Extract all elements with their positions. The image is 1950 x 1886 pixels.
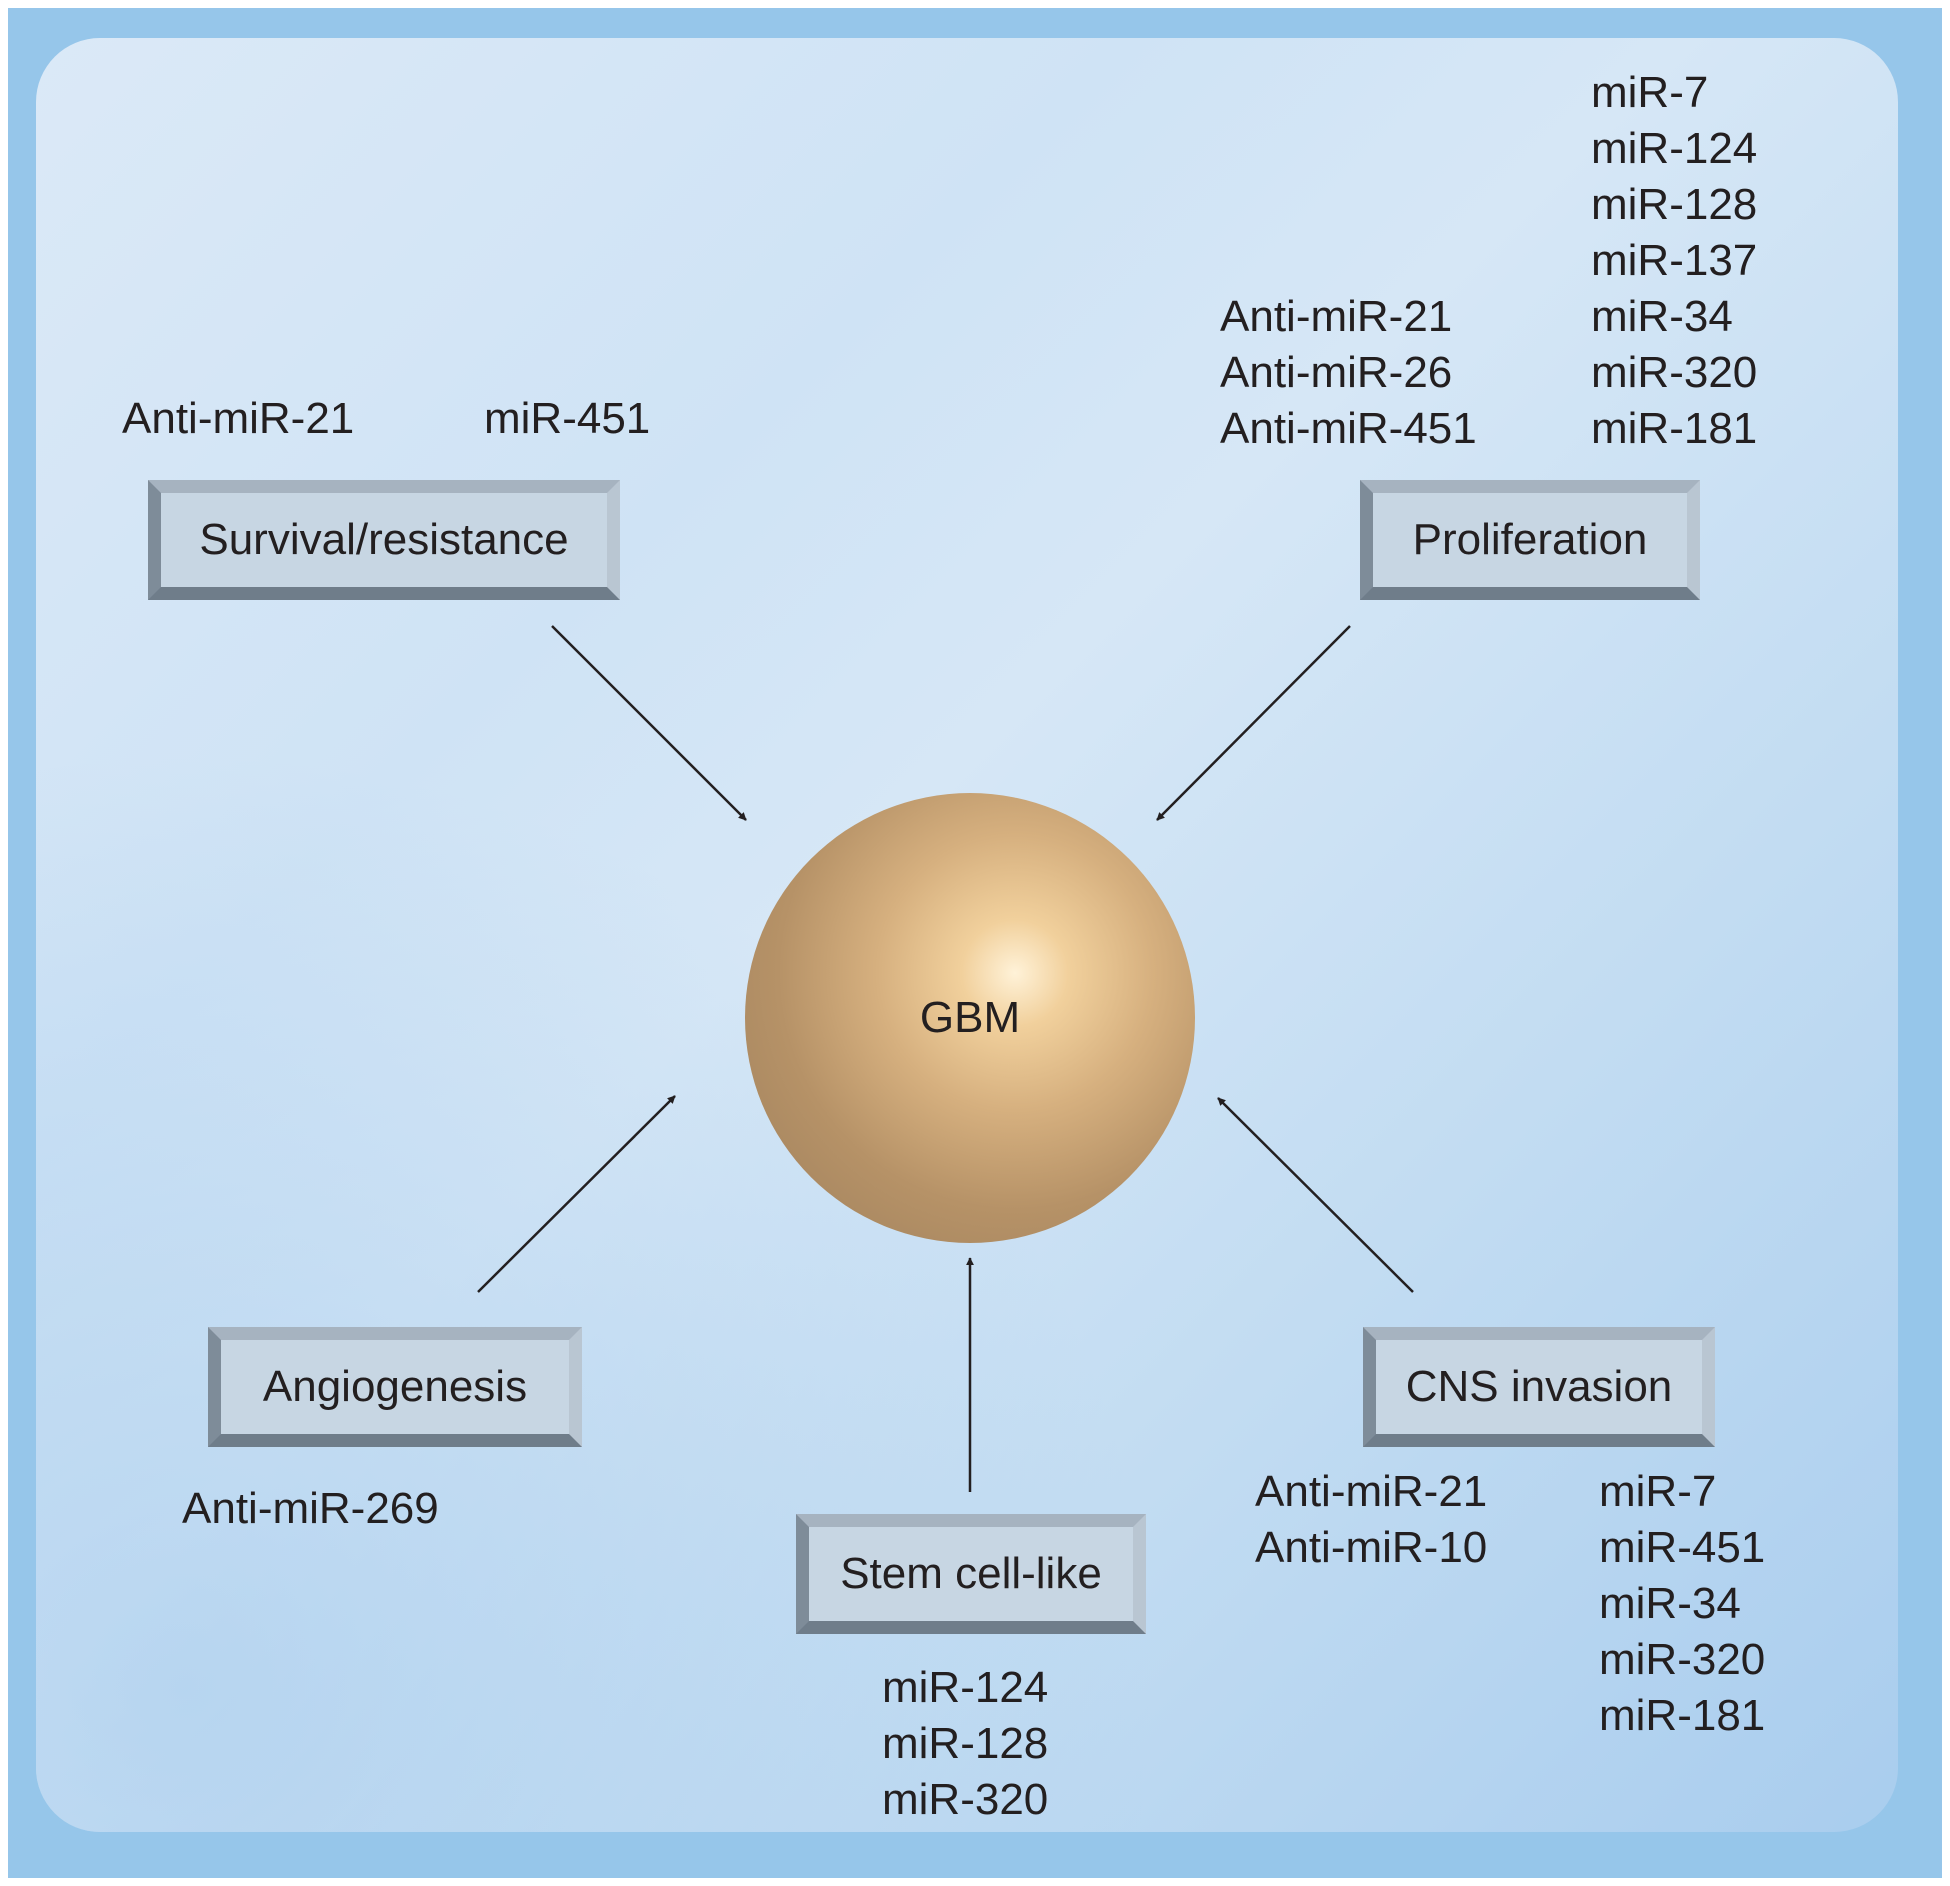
proliferation-right-item: miR-128 <box>1591 180 1758 229</box>
survival-resistance-label: Survival/resistance <box>199 515 569 564</box>
proliferation-label: Proliferation <box>1412 515 1648 564</box>
proliferation-left-item: Anti-miR-451 <box>1220 404 1477 453</box>
proliferation-right-item: miR-7 <box>1591 68 1709 117</box>
proliferation-left-item: Anti-miR-21 <box>1220 292 1453 341</box>
angiogenesis-list: Anti-miR-269 <box>182 1481 439 1537</box>
cns-invasion-box: CNS invasion <box>1363 1327 1715 1447</box>
gbm-label: GBM <box>919 993 1021 1042</box>
stem-cell-like-box: Stem cell-like <box>796 1514 1146 1634</box>
proliferation-left-list: Anti-miR-21 Anti-miR-26 Anti-miR-451 <box>1220 289 1477 457</box>
cns-left-item: Anti-miR-10 <box>1255 1523 1488 1572</box>
proliferation-right-item: miR-320 <box>1591 348 1758 397</box>
arrow-angiogenesis-to-gbm <box>477 1095 676 1293</box>
survival-left-list: Anti-miR-21 <box>122 391 354 447</box>
cns-right-item: miR-7 <box>1599 1467 1717 1516</box>
proliferation-right-item: miR-137 <box>1591 236 1758 285</box>
angiogenesis-label: Angiogenesis <box>262 1362 528 1411</box>
stem-cell-like-label: Stem cell-like <box>840 1549 1102 1598</box>
arrow-survival-to-gbm <box>551 625 747 821</box>
cns-right-item: miR-320 <box>1599 1635 1766 1684</box>
stem-list: miR-124 miR-128 miR-320 <box>882 1660 1048 1828</box>
survival-right-list: miR-451 <box>484 391 650 447</box>
cns-left-item: Anti-miR-21 <box>1255 1467 1488 1516</box>
proliferation-right-item: miR-181 <box>1591 404 1758 453</box>
proliferation-right-list: miR-7 miR-124 miR-128 miR-137 miR-34 miR… <box>1591 65 1757 457</box>
cns-right-list: miR-7 miR-451 miR-34 miR-320 miR-181 <box>1599 1464 1765 1744</box>
angiogenesis-item: Anti-miR-269 <box>182 1484 439 1533</box>
cns-right-item: miR-451 <box>1599 1523 1766 1572</box>
angiogenesis-box: Angiogenesis <box>208 1327 582 1447</box>
proliferation-right-item: miR-34 <box>1591 292 1733 341</box>
stem-item: miR-124 <box>882 1663 1049 1712</box>
cns-right-item: miR-181 <box>1599 1691 1766 1740</box>
gbm-sphere: GBM <box>745 793 1195 1243</box>
cns-left-list: Anti-miR-21 Anti-miR-10 <box>1255 1464 1487 1576</box>
arrow-cns-to-gbm <box>1217 1097 1414 1293</box>
stem-item: miR-320 <box>882 1775 1049 1824</box>
stem-item: miR-128 <box>882 1719 1049 1768</box>
cns-invasion-label: CNS invasion <box>1405 1362 1673 1411</box>
arrow-proliferation-to-gbm <box>1156 625 1351 821</box>
cns-right-item: miR-34 <box>1599 1579 1741 1628</box>
proliferation-left-item: Anti-miR-26 <box>1220 348 1453 397</box>
survival-left-item: Anti-miR-21 <box>122 394 355 443</box>
proliferation-box: Proliferation <box>1360 480 1700 600</box>
proliferation-right-item: miR-124 <box>1591 124 1758 173</box>
survival-right-item: miR-451 <box>484 394 651 443</box>
survival-resistance-box: Survival/resistance <box>148 480 620 600</box>
